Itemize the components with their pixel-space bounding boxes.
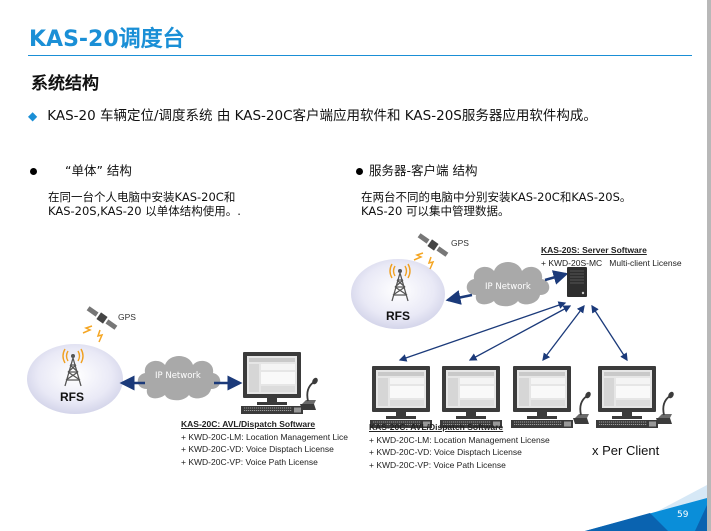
client-pc-icon-2 — [439, 365, 503, 429]
license-item: + KWD-20C-VP: Voice Path License — [369, 459, 506, 470]
title-divider — [28, 55, 692, 56]
rfs-label: RFS — [386, 309, 410, 323]
standalone-desc-line: 在同一台个人电脑中安装KAS-20C和 — [48, 190, 236, 204]
license-title: KAS-20C: AVL/Dispatch Software — [181, 419, 316, 429]
slide-right-edge — [707, 0, 711, 531]
client-server-diagram — [351, 232, 676, 429]
rfs-label: RFS — [60, 390, 84, 404]
client-server-client-license: KAS-20C: AVL/Dispatch Software + KWD-20C… — [369, 421, 550, 471]
diamond-bullet-icon: ◆ — [28, 109, 38, 123]
license-item: + KWD-20C-VP: Voice Path License — [181, 456, 318, 467]
license-title: KAS-20C: AVL/Dispatch Software — [369, 422, 504, 432]
standalone-desc-line: KAS-20S,KAS-20 以单体结构使用。. — [48, 204, 241, 218]
client-server-desc-line: 在两台不同的电脑中分别安装KAS-20C和KAS-20S。 — [361, 190, 632, 204]
client-pc-icon-4 — [595, 365, 659, 429]
license-title: KAS-20S: Server Software — [541, 245, 647, 255]
network-to-rfs-arrow — [445, 290, 473, 305]
desk-microphone-icon — [655, 389, 676, 425]
gps-satellite-icon — [82, 305, 119, 343]
license-item: + KWD-20S-MC Multi-client License — [541, 257, 682, 268]
server-client-link-3 — [542, 304, 585, 362]
client-server-heading: 服务器-客户端 结构 — [356, 160, 477, 179]
license-item: + KWD-20C-LM: Location Management Licens… — [369, 434, 550, 445]
ip-network-label: IP Network — [155, 371, 201, 381]
client-pc-icon-3 — [510, 365, 574, 429]
server-icon — [567, 267, 587, 297]
standalone-client-license: KAS-20C: AVL/Dispatch Software + KWD-20C… — [181, 418, 349, 468]
client-server-heading-text: 服务器-客户端 结构 — [369, 163, 478, 178]
slide-title: KAS-20调度台 — [29, 27, 185, 52]
client-server-desc-line: KAS-20 可以集中管理数据。 — [361, 204, 510, 218]
bullet-dot-icon — [356, 168, 363, 175]
desk-microphone-icon — [572, 389, 593, 425]
per-client-label: x Per Client — [592, 443, 660, 458]
network-to-server-arrow — [544, 270, 569, 285]
client-server-description: 在两台不同的电脑中分别安装KAS-20C和KAS-20S。 KAS-20 可以集… — [361, 190, 631, 218]
server-client-link-4 — [591, 304, 628, 362]
lead-paragraph: ◆ KAS-20 车辆定位/调度系统 由 KAS-20C客户端应用软件和 KAS-… — [28, 104, 597, 124]
server-license: KAS-20S: Server Software + KWD-20S-MC Mu… — [541, 244, 682, 269]
page-number: 59 — [677, 510, 689, 520]
gps-label: GPS — [451, 238, 469, 248]
bullet-dot-icon — [30, 168, 37, 175]
license-item: + KWD-20C-VD: Voice Disptach License — [369, 447, 522, 457]
standalone-heading-text: “单体” 结构 — [65, 163, 132, 178]
standalone-heading: “单体” 结构 — [30, 160, 132, 179]
ip-network-label: IP Network — [485, 282, 531, 292]
desk-microphone-icon — [299, 375, 320, 411]
license-item: + KWD-20C-LM: Location Management Lice — [181, 431, 349, 442]
lead-text: KAS-20 车辆定位/调度系统 由 KAS-20C客户端应用软件和 KAS-2… — [47, 108, 597, 124]
license-item: + KWD-20C-VD: Voice Disptach License — [181, 444, 334, 454]
server-client-link-2 — [468, 305, 572, 361]
client-pc-icon-1 — [369, 365, 433, 429]
dispatch-pc-icon — [240, 351, 304, 415]
footer-swoosh — [585, 485, 707, 531]
gps-label: GPS — [118, 312, 136, 322]
section-subtitle: 系统结构 — [31, 74, 99, 94]
rfs-site-ellipse — [27, 344, 123, 414]
standalone-description: 在同一台个人电脑中安装KAS-20C和 KAS-20S,KAS-20 以单体结构… — [48, 190, 241, 218]
standalone-diagram — [27, 305, 320, 415]
